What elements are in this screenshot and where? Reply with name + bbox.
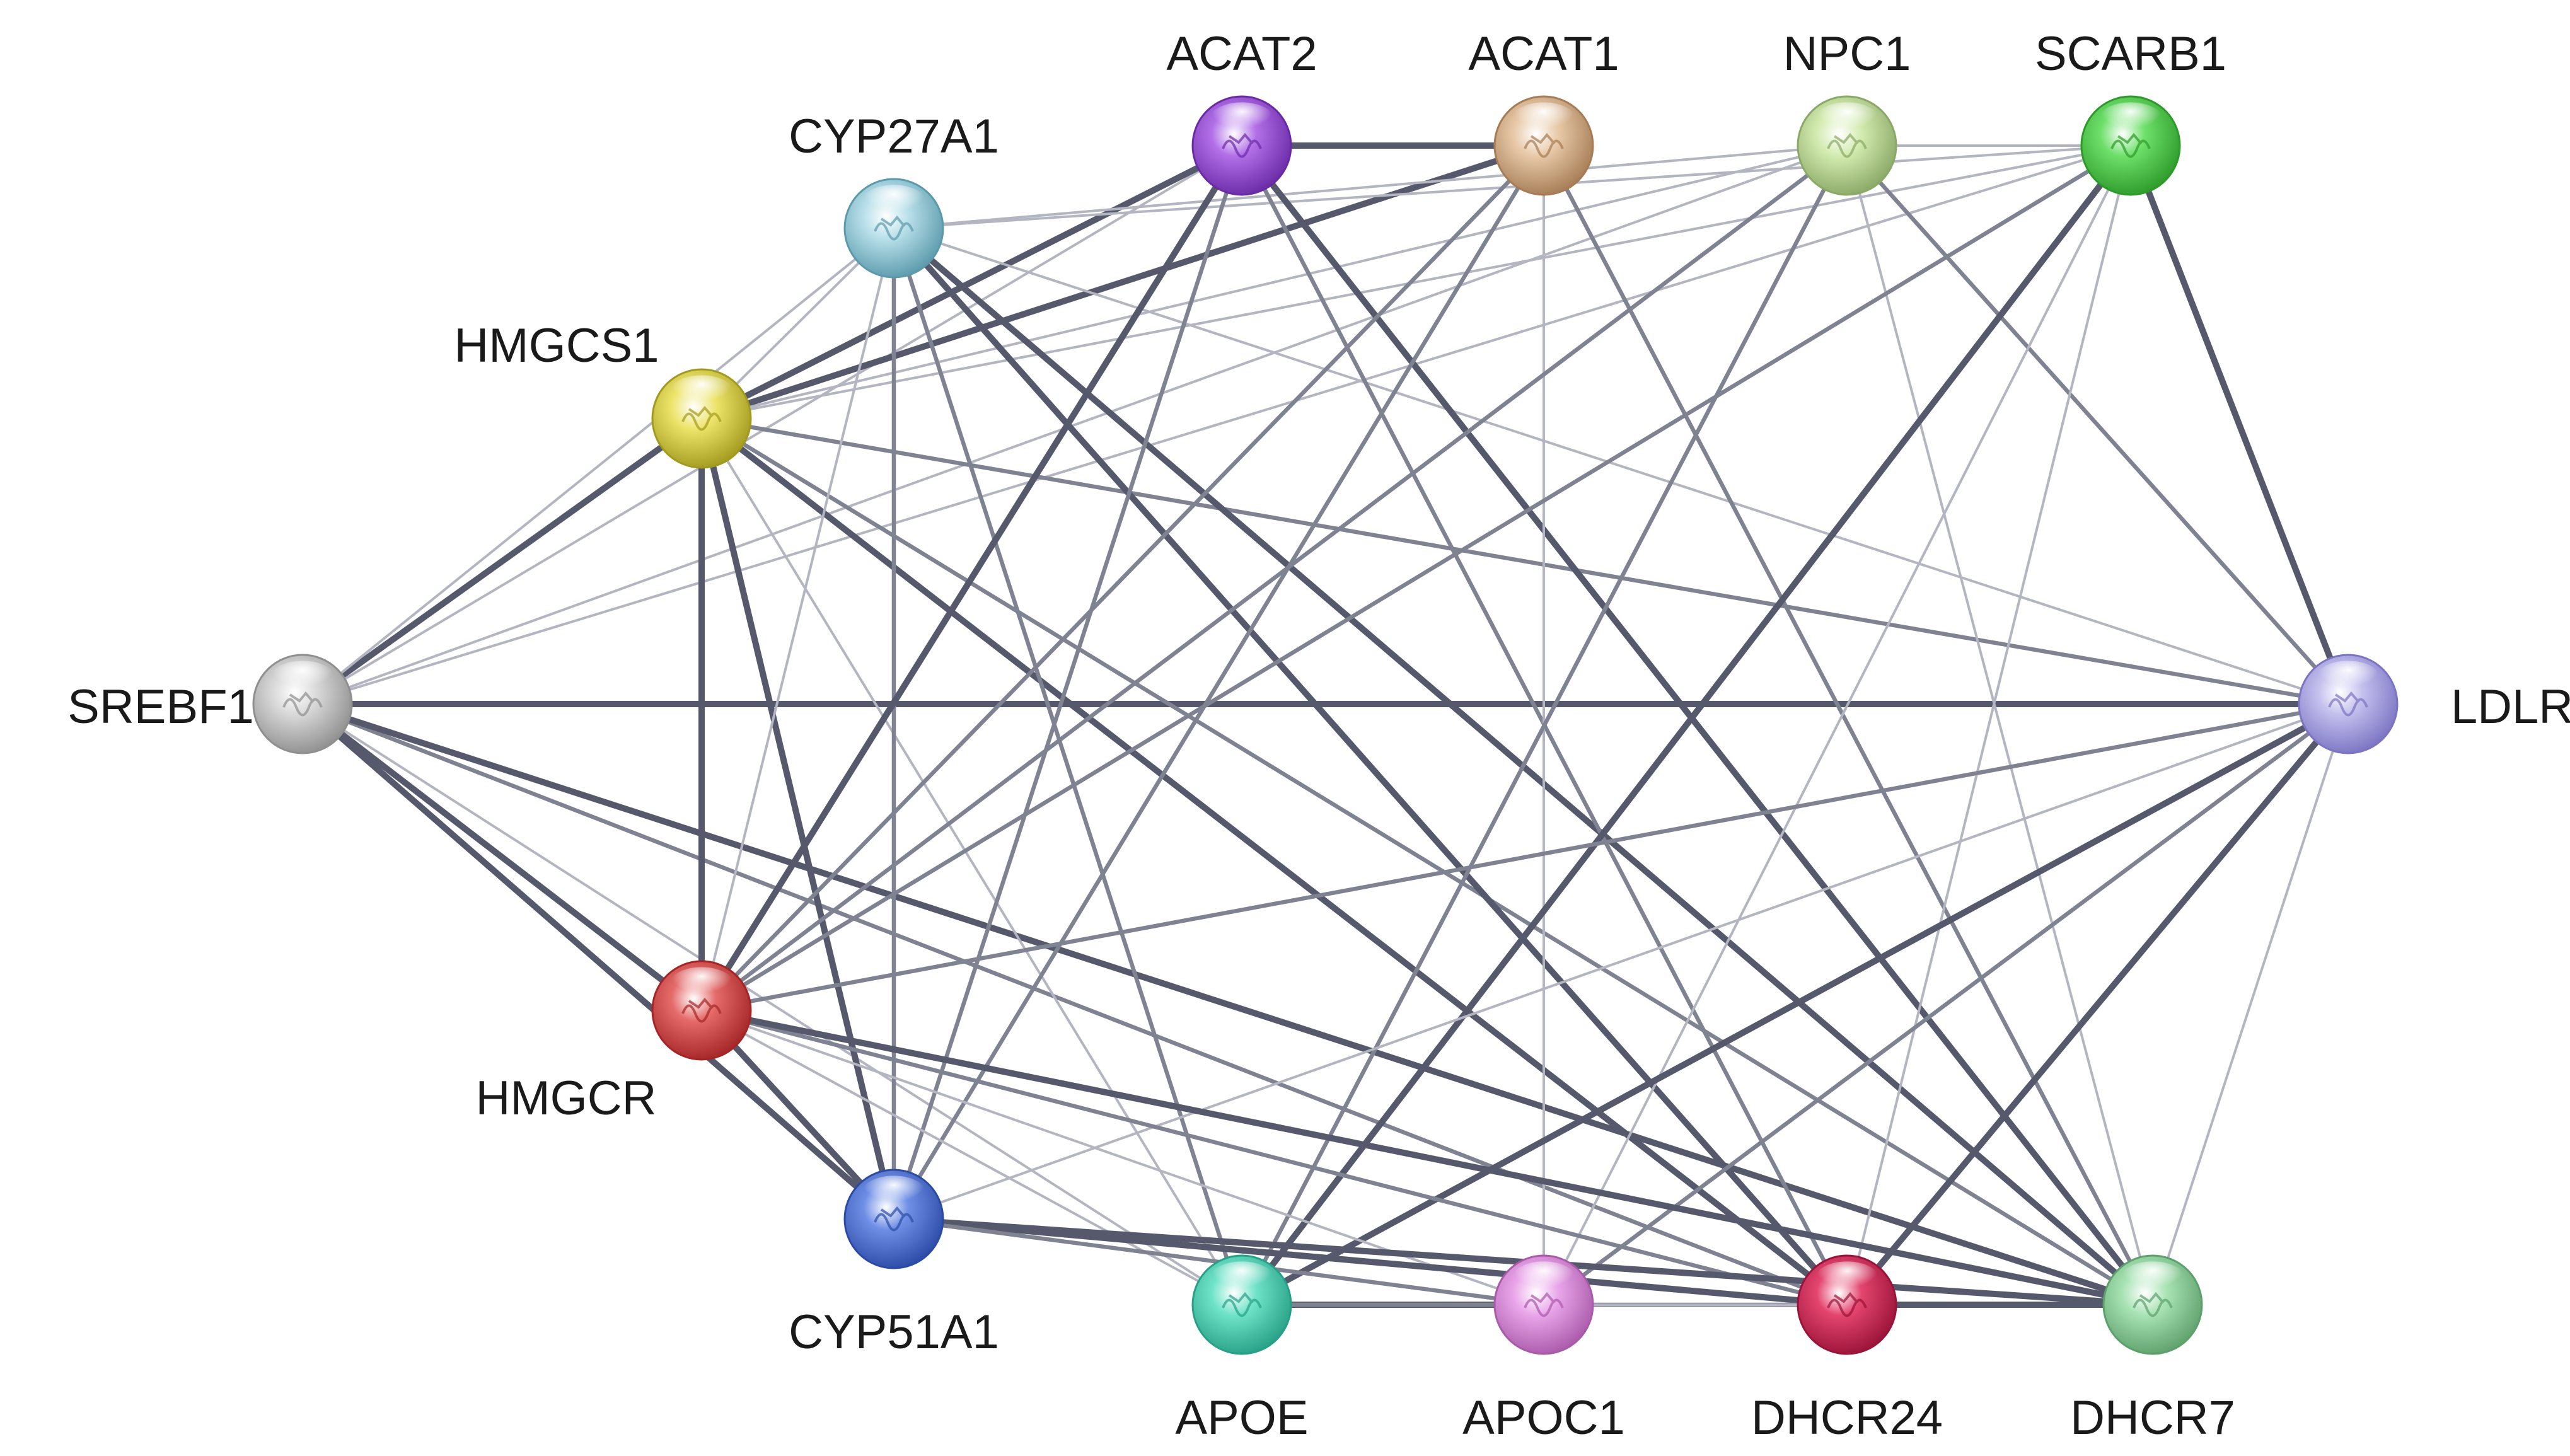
- node-label: APOE: [1175, 1391, 1308, 1445]
- node-highlight: [860, 1176, 928, 1213]
- node-label: APOC1: [1462, 1391, 1625, 1445]
- node-highlight: [1813, 1261, 1881, 1299]
- node-hmgcs1[interactable]: HMGCS1: [454, 319, 752, 469]
- edge-ldlr-dhcr24: [1844, 701, 2351, 1308]
- node-label: DHCR24: [1751, 1391, 1943, 1445]
- edge-hmgcs1-apoe: [700, 417, 1243, 1306]
- edge-srebf1-cyp27a1: [301, 227, 895, 705]
- node-cyp51a1[interactable]: CYP51A1: [789, 1169, 999, 1359]
- edge-ldlr-cyp51a1: [893, 703, 2349, 1220]
- edge-srebf1-hmgcs1: [299, 415, 705, 707]
- node-label: DHCR7: [2070, 1391, 2235, 1445]
- node-highlight: [1510, 1261, 1578, 1299]
- edge-srebf1-npc1: [301, 144, 1848, 705]
- node-highlight: [2097, 102, 2165, 140]
- node-label: HMGCR: [475, 1072, 656, 1125]
- node-label: NPC1: [1783, 27, 1911, 81]
- node-label: LDLR: [2451, 680, 2570, 734]
- node-cyp27a1[interactable]: CYP27A1: [789, 110, 999, 279]
- edge-hmgcs1-cyp51a1: [698, 415, 897, 1222]
- edge-cyp27a1-hmgcr: [700, 227, 895, 1012]
- edge-hmgcs1-ldlr: [699, 416, 2351, 707]
- edge-hmgcs1-acat2: [698, 142, 1245, 422]
- edge-scarb1-apoe: [1239, 142, 2134, 1308]
- edge-acat1-hmgcr: [699, 143, 1546, 1013]
- edge-scarb1-hmgcr: [699, 143, 2133, 1013]
- edge-cyp27a1-npc1: [893, 144, 1848, 229]
- edge-acat1-cyp51a1: [891, 143, 1546, 1222]
- edge-scarb1-ldlr: [2127, 142, 2351, 707]
- node-srebf1[interactable]: SREBF1: [67, 654, 353, 754]
- edge-npc1-apoe: [1239, 143, 1849, 1307]
- node-highlight: [1510, 102, 1578, 140]
- edge-srebf1-scarb1: [301, 144, 2132, 705]
- nodes-layer: SREBF1 HMGCS1 CYP27A1 ACAT2 ACAT1 NPC1 SCARB1L…: [67, 27, 2570, 1445]
- edge-cyp27a1-apoe: [891, 226, 1244, 1307]
- edge-scarb1-dhcr24: [1846, 144, 2132, 1306]
- edge-scarb1-apoc1: [1543, 144, 2132, 1306]
- edge-acat2-hmgcr: [698, 142, 1245, 1014]
- edge-ldlr-hmgcr: [699, 702, 2351, 1013]
- edge-srebf1-cyp51a1: [299, 701, 897, 1222]
- node-ldlr[interactable]: LDLR: [2298, 654, 2570, 754]
- edge-npc1-hmgcr: [699, 143, 1849, 1013]
- node-label: HMGCS1: [454, 319, 659, 373]
- edge-acat2-dhcr7: [1239, 142, 2156, 1308]
- node-acat2[interactable]: ACAT2: [1166, 27, 1317, 196]
- node-label: CYP27A1: [789, 110, 999, 163]
- node-label: SCARB1: [2035, 27, 2226, 81]
- node-dhcr24[interactable]: DHCR24: [1751, 1254, 1943, 1445]
- node-scarb1[interactable]: SCARB1: [2035, 27, 2226, 196]
- node-label: ACAT2: [1166, 27, 1317, 81]
- edge-srebf1-acat2: [301, 144, 1243, 705]
- node-highlight: [2314, 661, 2382, 698]
- node-dhcr7[interactable]: DHCR7: [2070, 1254, 2235, 1445]
- edge-cyp27a1-scarb1: [893, 144, 2132, 229]
- node-npc1[interactable]: NPC1: [1783, 27, 1911, 196]
- edge-cyp27a1-ldlr: [893, 227, 2349, 705]
- node-highlight: [668, 967, 736, 1005]
- node-highlight: [1813, 102, 1881, 140]
- node-highlight: [1208, 1261, 1276, 1299]
- node-highlight: [269, 661, 337, 698]
- node-label: CYP51A1: [789, 1305, 999, 1359]
- edge-ldlr-apoe: [1239, 701, 2351, 1308]
- edge-srebf1-dhcr24: [300, 702, 1849, 1307]
- node-acat1[interactable]: ACAT1: [1468, 27, 1619, 196]
- edge-hmgcr-dhcr7: [698, 1007, 2156, 1308]
- edge-hmgcs1-acat1: [698, 142, 1547, 422]
- node-highlight: [668, 375, 736, 413]
- edge-cyp27a1-dhcr24: [891, 225, 1850, 1308]
- edge-srebf1-hmgcr: [299, 701, 705, 1014]
- edge-ldlr-dhcr7: [2151, 703, 2349, 1306]
- edge-cyp51a1-dhcr24: [891, 1216, 1850, 1308]
- node-label: ACAT1: [1468, 27, 1619, 81]
- node-highlight: [860, 185, 928, 222]
- edge-hmgcr-apoe: [700, 1009, 1243, 1306]
- edge-hmgcr-dhcr24: [699, 1008, 1849, 1307]
- node-hmgcr[interactable]: HMGCR: [475, 960, 752, 1125]
- node-label: SREBF1: [67, 680, 254, 734]
- edge-srebf1-apoe: [301, 703, 1243, 1306]
- node-highlight: [1208, 102, 1276, 140]
- edges-layer: [299, 142, 2351, 1308]
- edge-srebf1-dhcr7: [299, 701, 2156, 1308]
- edge-hmgcs1-dhcr7: [699, 416, 2155, 1307]
- edge-ldlr-apoc1: [1541, 702, 2351, 1307]
- edge-acat1-dhcr7: [1541, 143, 2155, 1307]
- edge-npc1-ldlr: [1844, 143, 2351, 707]
- node-apoc1[interactable]: APOC1: [1462, 1254, 1625, 1445]
- node-apoe[interactable]: APOE: [1175, 1254, 1309, 1445]
- edge-npc1-dhcr7: [1846, 144, 2154, 1306]
- node-highlight: [2119, 1261, 2187, 1299]
- edge-acat2-cyp51a1: [891, 143, 1244, 1222]
